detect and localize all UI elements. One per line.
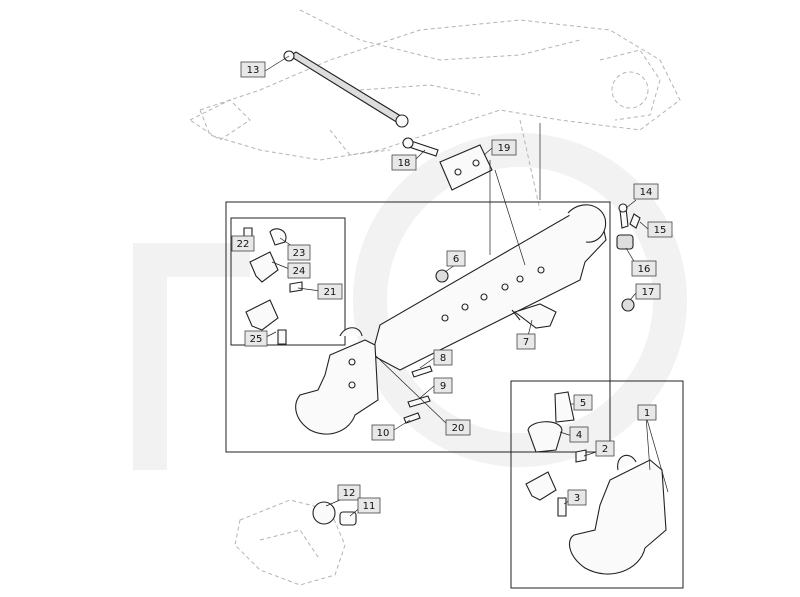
callout-15: 15: [647, 221, 673, 238]
callout-25: 25: [244, 330, 268, 347]
bolt-7: [511, 303, 557, 329]
svg-text:8: 8: [440, 353, 446, 364]
plate-19: [439, 144, 493, 191]
svg-text:21: 21: [324, 287, 337, 298]
svg-text:19: 19: [498, 143, 511, 154]
callout-14: 14: [633, 183, 659, 200]
bushing-16: [616, 234, 634, 250]
spring-3: [557, 497, 567, 517]
svg-text:18: 18: [398, 158, 411, 169]
watermark: [133, 133, 687, 470]
pin-9: [407, 395, 431, 408]
pin-10: [403, 412, 421, 424]
clip-23: [269, 228, 287, 246]
callout-5: 5: [573, 394, 593, 411]
pin-8: [411, 365, 433, 378]
callout-7: 7: [516, 333, 536, 350]
callout-17: 17: [635, 283, 661, 300]
svg-text:6: 6: [453, 254, 459, 265]
inset-frame-21-25: [230, 217, 346, 346]
lower-link-hook: [295, 327, 379, 435]
lower-link-group-frame: [225, 201, 611, 453]
callout-9: 9: [433, 377, 453, 394]
leader-lines: [243, 55, 669, 517]
bolt-14: [618, 203, 629, 229]
callout-16: 16: [631, 260, 657, 277]
inset-frame-1-5: [510, 380, 684, 589]
svg-text:20: 20: [452, 423, 465, 434]
callout-8: 8: [433, 349, 453, 366]
pin-18: [402, 137, 439, 157]
svg-text:14: 14: [640, 187, 653, 198]
hook-assembly-1: [568, 454, 667, 575]
lower-link-arm: [371, 204, 607, 371]
callout-21: 21: [317, 283, 343, 300]
callout-22: 22: [231, 235, 255, 252]
svg-text:24: 24: [293, 266, 306, 277]
callout-1: 1: [637, 404, 657, 421]
svg-text:13: 13: [247, 65, 260, 76]
callout-24: 24: [287, 262, 311, 279]
latch-4: [527, 421, 563, 453]
loop-5: [554, 391, 575, 423]
bolt-2: [575, 449, 587, 463]
callout-4: 4: [569, 426, 589, 443]
callout-2: 2: [595, 440, 615, 457]
svg-text:4: 4: [576, 430, 582, 441]
svg-text:9: 9: [440, 381, 446, 392]
pin-21: [289, 281, 303, 293]
svg-text:7: 7: [523, 337, 529, 348]
callouts: 13 18 19 14 15 16 17 6 7 8 9 10 20 21 22…: [231, 61, 673, 514]
callout-3: 3: [567, 489, 587, 506]
bolt-15: [629, 213, 641, 229]
spring-latch-25: [245, 299, 287, 345]
top-link-rod: [283, 50, 409, 128]
svg-text:12: 12: [343, 488, 356, 499]
callout-23: 23: [287, 244, 311, 261]
nut-6: [435, 269, 449, 283]
latch-24: [249, 251, 279, 283]
callout-11: 11: [357, 497, 381, 514]
bushing-11: [339, 511, 357, 526]
svg-text:3: 3: [574, 493, 580, 504]
svg-text:2: 2: [602, 444, 608, 455]
nut-17: [621, 298, 635, 312]
callout-13: 13: [240, 61, 266, 78]
callout-18: 18: [391, 154, 417, 171]
svg-text:15: 15: [654, 225, 667, 236]
lower-mount-outline: [234, 499, 346, 586]
tractor-rear-housing-outline: [189, 9, 681, 211]
callout-20: 20: [445, 419, 471, 436]
callout-19: 19: [491, 139, 517, 156]
svg-text:25: 25: [250, 334, 263, 345]
svg-text:17: 17: [642, 287, 655, 298]
svg-text:16: 16: [638, 264, 651, 275]
svg-text:11: 11: [363, 501, 376, 512]
svg-text:5: 5: [580, 398, 586, 409]
svg-text:10: 10: [377, 428, 390, 439]
callout-6: 6: [446, 250, 466, 267]
callout-10: 10: [371, 424, 395, 441]
ball-12: [312, 501, 336, 525]
latch-arm-inset: [525, 471, 557, 501]
callout-12: 12: [337, 484, 361, 501]
svg-text:1: 1: [644, 408, 650, 419]
svg-text:23: 23: [293, 248, 306, 259]
svg-text:22: 22: [237, 239, 250, 250]
